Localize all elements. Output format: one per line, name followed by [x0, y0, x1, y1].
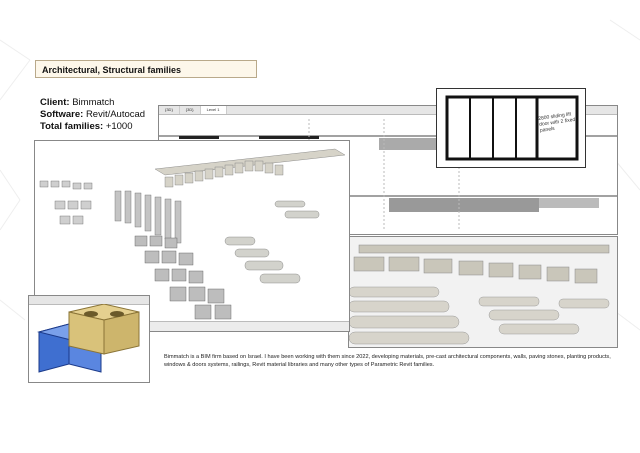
client-value: Bimmatch [72, 97, 115, 108]
inset-tabbar [29, 296, 149, 305]
sliding-door-drawing [445, 95, 579, 161]
tab-3d-2[interactable]: {3D} [180, 106, 201, 114]
software-line: Software: Revit/Autocad [40, 109, 145, 120]
client-line: Client: Bimmatch [40, 97, 114, 108]
total-families-line: Total families: +1000 [40, 121, 133, 132]
total-families-label: Total families: [40, 121, 104, 132]
revit-3d-window-main: Perspective [34, 140, 350, 332]
client-label: Client: [40, 97, 70, 108]
revit-3d-window-right [348, 236, 618, 348]
inset-rendering [37, 304, 140, 373]
tab-level-1[interactable]: Level 1 [200, 106, 227, 114]
software-value: Revit/Autocad [85, 109, 146, 120]
pipes-rendering [349, 237, 617, 347]
inset-3d-window [28, 295, 150, 383]
tab-3d-1[interactable]: {3D} [159, 106, 180, 114]
families-3d-rendering [35, 141, 349, 321]
project-description: Bimmatch is a BIM firm based on Israel. … [164, 354, 611, 368]
door-family-preview: 2800 sliding lift door with 2 fixed pane… [436, 88, 586, 168]
section-title: Architectural, Structural families [35, 60, 257, 78]
total-families-value: +1000 [105, 121, 133, 132]
software-label: Software: [40, 109, 84, 120]
revit-tabbar: {3D}{3D}Level 1 [159, 106, 617, 115]
